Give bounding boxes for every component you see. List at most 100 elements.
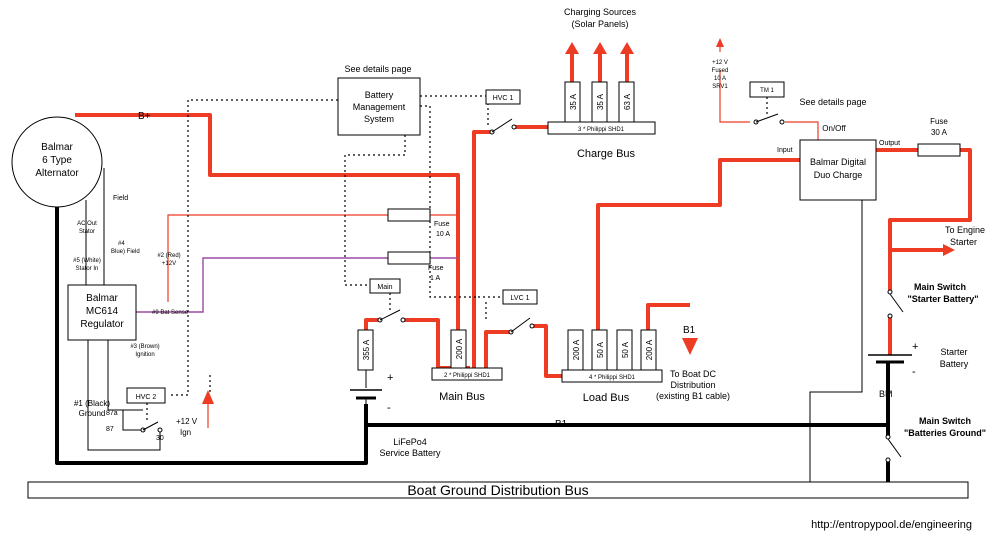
hvc1-relay — [485, 89, 521, 105]
svg-text:#2 (Red): #2 (Red) — [157, 253, 180, 259]
svg-text:Fuse: Fuse — [428, 265, 444, 272]
svg-text:Balmar: Balmar — [86, 293, 118, 304]
svg-text:#9 Bat Sense: #9 Bat Sense — [152, 310, 189, 316]
loadbus-shunts: 200 A 50 A 50 A 200 A — [567, 329, 657, 371]
svg-text:To Boat DC: To Boat DC — [670, 369, 717, 379]
svg-text:TM 1: TM 1 — [760, 88, 774, 94]
fuse-10a — [387, 208, 431, 222]
svg-text:+: + — [387, 372, 393, 384]
regulator — [67, 284, 137, 341]
svg-text:+: + — [912, 341, 918, 353]
svg-text:Starter: Starter — [940, 347, 967, 357]
hvc2-relay — [126, 387, 166, 404]
chargebus-label: Charge Bus — [577, 148, 636, 160]
svg-text:System: System — [364, 114, 394, 124]
svg-text:Fuse: Fuse — [434, 221, 450, 228]
svg-text:3 * Philippi SHD1: 3 * Philippi SHD1 — [578, 127, 625, 133]
svg-text:LiFePo4: LiFePo4 — [393, 437, 427, 447]
svg-text:Main: Main — [377, 284, 392, 291]
tm1-to-duo — [785, 121, 819, 140]
svg-text:-: - — [912, 366, 916, 378]
svg-text:Stator In: Stator In — [76, 266, 99, 272]
svg-text:SRV1: SRV1 — [712, 84, 728, 90]
svg-text:#5 (White): #5 (White) — [73, 258, 101, 264]
svg-text:35 A: 35 A — [569, 93, 578, 110]
svg-text:LVC 1: LVC 1 — [511, 295, 530, 302]
svg-text:Output: Output — [879, 140, 900, 147]
svg-text:Alternator: Alternator — [35, 168, 79, 179]
svg-text:10 A: 10 A — [436, 231, 450, 238]
starter-switch-top — [887, 289, 893, 295]
svg-text:30: 30 — [156, 435, 164, 442]
fuse-30a — [917, 143, 961, 157]
lvc1-to-loadbus — [534, 324, 562, 378]
svg-text:Charging Sources: Charging Sources — [564, 7, 637, 17]
svg-text:63 A: 63 A — [623, 93, 632, 110]
svg-text:See details page: See details page — [344, 64, 411, 74]
svg-text:Ground: Ground — [79, 409, 106, 418]
svg-text:#4: #4 — [118, 241, 125, 247]
svg-text:MC614: MC614 — [86, 306, 119, 317]
loadbus-to-b1 — [646, 303, 690, 330]
bms-box — [337, 77, 421, 136]
source-url: http://entropypool.de/engineering — [811, 519, 972, 531]
svg-text:Ignition: Ignition — [135, 352, 154, 358]
loadbus-bar — [561, 369, 663, 383]
svg-text:50 A: 50 A — [621, 341, 630, 358]
b1-arrow — [682, 338, 698, 355]
loadbus-label: Load Bus — [583, 392, 630, 404]
svg-text:200 A: 200 A — [572, 339, 581, 360]
ground-switch-bottom — [885, 457, 891, 463]
svg-text:87a: 87a — [106, 410, 118, 417]
svg-text:To Engine: To Engine — [945, 225, 985, 235]
svg-text:Ign: Ign — [180, 428, 191, 437]
alternator — [11, 116, 103, 208]
mainbus-to-lvc1 — [484, 330, 510, 368]
ground-switch-top — [885, 434, 891, 440]
svg-text:35 A: 35 A — [596, 93, 605, 110]
regulator-ground-wire — [87, 340, 161, 451]
loadbus-to-duo-input — [596, 158, 800, 330]
fuse30-to-starter-switch — [888, 148, 972, 290]
svg-text:Fuse: Fuse — [930, 117, 948, 126]
svg-text:Main Switch: Main Switch — [914, 282, 966, 292]
bms-to-lvc1 — [420, 105, 478, 298]
svg-text:Input: Input — [777, 147, 793, 154]
starter-switch-lever — [889, 293, 904, 313]
svg-text:Battery: Battery — [940, 359, 969, 369]
svg-text:Battery: Battery — [365, 90, 394, 100]
svg-text:Main Switch: Main Switch — [919, 416, 971, 426]
svg-text:10 A: 10 A — [714, 76, 726, 82]
svg-text:Regulator: Regulator — [80, 319, 124, 330]
mainbus-label: Main Bus — [439, 391, 485, 403]
svg-text:#1 (Black): #1 (Black) — [74, 399, 110, 408]
svg-text:Field: Field — [113, 195, 128, 202]
svg-text:30 A: 30 A — [931, 128, 948, 137]
svg-text:Balmar: Balmar — [41, 142, 73, 153]
w2-red-wire — [167, 214, 388, 302]
svg-text:Distribution: Distribution — [670, 380, 715, 390]
bm-label: BM — [879, 389, 893, 399]
ground-wire-alternator — [55, 205, 368, 465]
svg-text:AC Out: AC Out — [77, 221, 97, 227]
svg-text:87: 87 — [106, 426, 114, 433]
svg-text:355 A: 355 A — [362, 339, 371, 360]
svg-text:HVC 1: HVC 1 — [493, 95, 514, 102]
svg-text:Duo Charge: Duo Charge — [814, 170, 863, 180]
svg-text:"Batteries Ground": "Batteries Ground" — [904, 428, 986, 438]
svg-text:2 * Philippi SHD1: 2 * Philippi SHD1 — [444, 373, 491, 379]
svg-text:Service Battery: Service Battery — [379, 448, 441, 458]
svg-text:Balmar Digital: Balmar Digital — [810, 157, 866, 167]
svg-text:+12V: +12V — [162, 261, 176, 267]
svg-text:(Solar Panels): (Solar Panels) — [571, 19, 628, 29]
svg-text:Fused: Fused — [712, 68, 729, 74]
b-plus-wire — [75, 113, 460, 330]
fuse-1a — [387, 251, 431, 265]
bms-to-hvc2 — [168, 99, 338, 396]
starter-switch-bottom — [887, 313, 893, 319]
mainbus-bar — [431, 367, 503, 381]
ground-switch-lever — [887, 438, 902, 458]
duo-charge-box — [799, 139, 877, 201]
svg-text:+12 V: +12 V — [176, 417, 198, 426]
w3-ignition-wire — [107, 340, 143, 411]
